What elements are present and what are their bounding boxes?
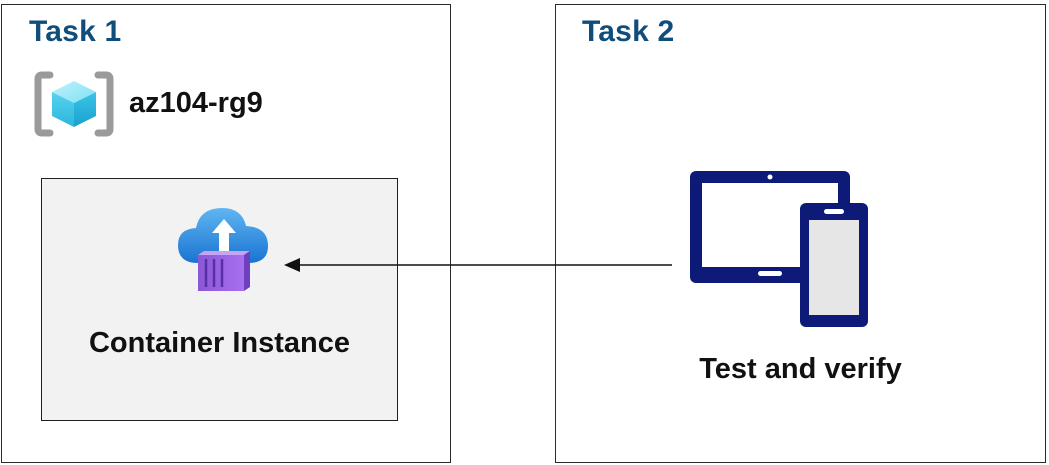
resource-group-icon xyxy=(34,71,114,137)
task1-title: Task 1 xyxy=(29,15,122,48)
resource-group-label: az104-rg9 xyxy=(129,87,263,119)
task2-title: Task 2 xyxy=(582,15,675,48)
container-instance-label: Container Instance xyxy=(88,327,351,359)
container-instance-box: Container Instance xyxy=(41,178,398,421)
device-label: Test and verify xyxy=(699,353,902,385)
tablet-phone-icon xyxy=(690,171,868,327)
task2-panel: Task 2 Test and verify xyxy=(555,4,1046,463)
task1-panel: Task 1 az104-rg9 xyxy=(1,4,451,463)
container-instance-icon xyxy=(178,208,268,291)
